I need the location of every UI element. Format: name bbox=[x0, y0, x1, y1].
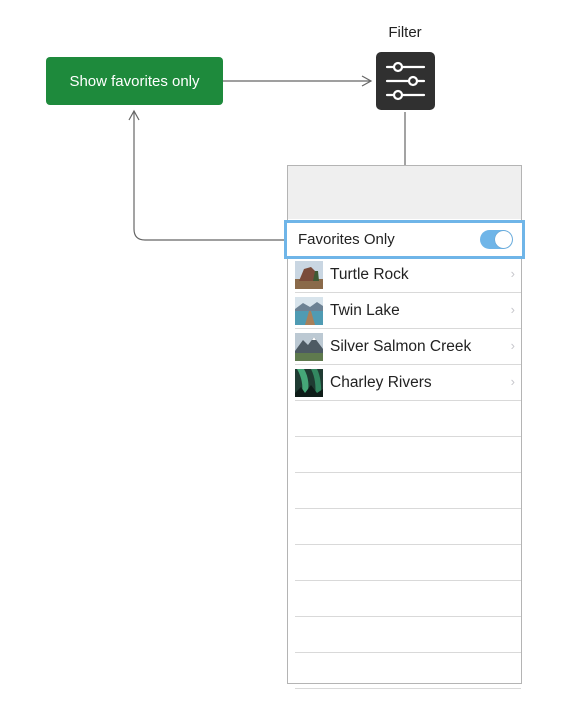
filter-icon[interactable] bbox=[376, 52, 435, 110]
list-item-turtle-rock[interactable]: Turtle Rock › bbox=[295, 257, 521, 293]
list-item-label: Silver Salmon Creek bbox=[330, 337, 472, 355]
silver-salmon-creek-thumbnail bbox=[295, 332, 323, 361]
list-item-silver-salmon-creek[interactable]: Silver Salmon Creek › bbox=[295, 329, 521, 365]
favorites-toggle-label: Favorites Only bbox=[298, 231, 395, 248]
empty-row bbox=[295, 545, 521, 581]
empty-row bbox=[295, 401, 521, 437]
filter-label: Filter bbox=[388, 24, 422, 41]
turtle-rock-thumbnail bbox=[295, 260, 323, 289]
empty-row bbox=[295, 653, 521, 689]
show-favorites-button-label: Show favorites only bbox=[69, 72, 200, 90]
empty-row bbox=[295, 581, 521, 617]
list-item-twin-lake[interactable]: Twin Lake › bbox=[295, 293, 521, 329]
navigation-bar bbox=[288, 166, 521, 219]
chevron-right-icon: › bbox=[510, 302, 515, 317]
empty-row bbox=[295, 509, 521, 545]
chevron-right-icon: › bbox=[510, 374, 515, 389]
list-item-label: Charley Rivers bbox=[330, 373, 432, 391]
landmark-list: Turtle Rock › Twin Lake › Silver Salmon … bbox=[295, 257, 521, 689]
list-item-label: Twin Lake bbox=[330, 301, 400, 319]
empty-row bbox=[295, 617, 521, 653]
list-item-charley-rivers[interactable]: Charley Rivers › bbox=[295, 365, 521, 401]
list-item-label: Turtle Rock bbox=[330, 265, 409, 283]
twin-lake-thumbnail bbox=[295, 296, 323, 325]
favorites-switch[interactable] bbox=[480, 230, 513, 249]
switch-knob bbox=[495, 231, 512, 248]
sliders-icon bbox=[385, 61, 426, 101]
charley-rivers-thumbnail bbox=[295, 368, 323, 397]
empty-row bbox=[295, 473, 521, 509]
chevron-right-icon: › bbox=[510, 338, 515, 353]
favorites-toggle-row[interactable]: Favorites Only bbox=[284, 220, 525, 259]
chevron-right-icon: › bbox=[510, 266, 515, 281]
empty-row bbox=[295, 437, 521, 473]
show-favorites-button[interactable]: Show favorites only bbox=[46, 57, 223, 105]
arrow-toggle-to-button bbox=[128, 109, 284, 241]
